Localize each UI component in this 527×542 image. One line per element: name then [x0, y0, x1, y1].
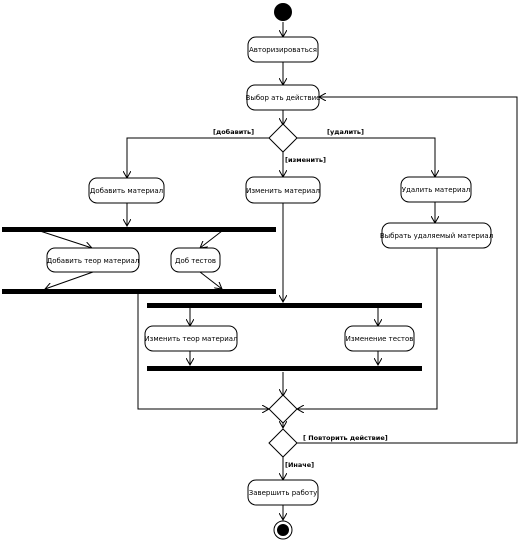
decision-diamond-repeat — [268, 428, 298, 458]
final-node — [273, 520, 293, 540]
action-add-theory-material: Добавить теор материал — [46, 247, 140, 273]
edges — [39, 22, 518, 520]
action-label: Добавить материал — [90, 187, 163, 195]
fork-bar-edit — [147, 303, 422, 308]
fork-bar-add — [2, 227, 276, 232]
edge-fork-theory — [39, 230, 92, 248]
action-authorize: Авторизироваться — [247, 36, 319, 63]
guard-delete: [удалить] — [327, 128, 364, 136]
action-finish-work: Завершить работу — [247, 479, 319, 506]
action-edit-tests: Изменение тестов — [344, 325, 415, 352]
guard-else: [Иначе] — [285, 461, 314, 469]
edge-theory-join — [45, 271, 94, 289]
edge-repeat-loop — [297, 97, 518, 444]
action-add-tests: Доб тестов — [170, 247, 221, 273]
action-label: Изменение тестов — [346, 335, 414, 343]
join-bar-add — [2, 289, 276, 294]
action-label: Выбрать удаляемый материал — [380, 232, 493, 240]
edge-tests-join — [199, 271, 222, 289]
action-label: Завершить работу — [249, 489, 318, 497]
action-add-material: Добавить материал — [88, 177, 165, 204]
action-label: Изменить теор материал — [144, 335, 237, 343]
action-label: Добавить теор материал — [47, 257, 140, 265]
action-label: Выбор ать действие — [246, 94, 321, 102]
action-edit-theory-material: Изменить теор материал — [144, 325, 238, 352]
action-label: Удалить материал — [402, 186, 471, 194]
initial-node — [274, 3, 292, 21]
action-label: Доб тестов — [175, 257, 216, 265]
edge-deletechoose-merge — [297, 248, 438, 409]
action-choose-action: Выбор ать действие — [246, 84, 321, 111]
action-choose-deleted-material: Выбрать удаляемый материал — [380, 222, 493, 249]
action-edit-material: Изменить материал — [245, 176, 321, 204]
edge-addjoin-merge — [137, 294, 269, 409]
guard-repeat: [ Повторить действие] — [303, 434, 388, 442]
action-label: Авторизироваться — [249, 46, 317, 54]
edge-decision-delete — [297, 137, 435, 177]
guard-edit: [изменить] — [285, 156, 326, 164]
join-bar-edit — [147, 366, 422, 371]
edge-fork-tests — [200, 230, 223, 248]
action-delete-material: Удалить материал — [400, 176, 472, 203]
merge-diamond — [268, 394, 298, 424]
edge-decision-add — [127, 137, 269, 178]
action-label: Изменить материал — [246, 187, 320, 195]
decision-diamond-action — [268, 123, 298, 153]
guard-add: [добавить] — [213, 128, 254, 136]
